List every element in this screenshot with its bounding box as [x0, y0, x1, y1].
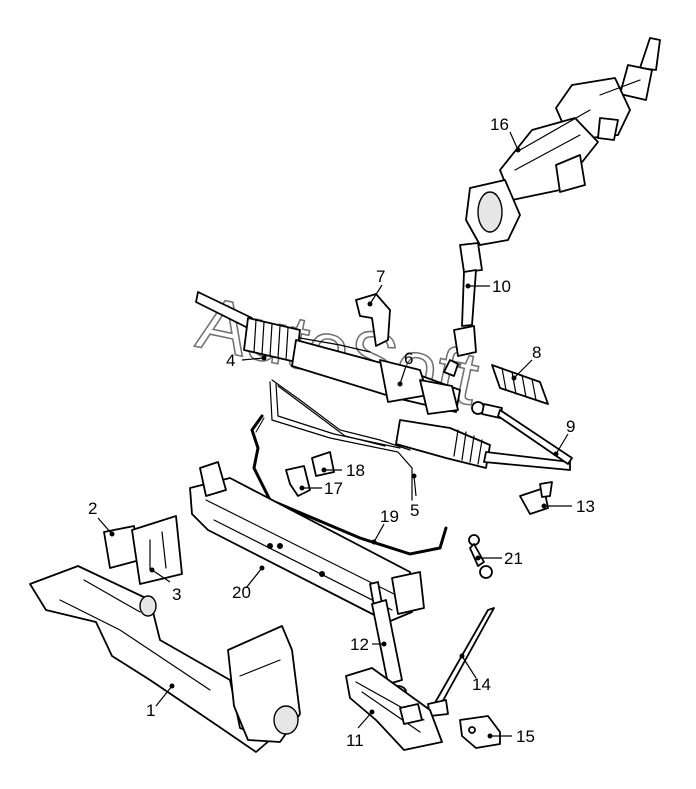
front-subframe	[29, 565, 301, 753]
callout-19: 19	[380, 507, 399, 526]
inner-tie-rod	[471, 401, 573, 465]
callout-9: 9	[566, 417, 575, 436]
callout-1: 1	[146, 701, 155, 720]
callout-12: 12	[350, 635, 369, 654]
strut-bracket	[459, 715, 501, 749]
callout-14: 14	[472, 675, 491, 694]
rack-mounting-clamp	[355, 293, 391, 347]
front-crossmember	[189, 461, 425, 623]
callout-11: 11	[346, 731, 364, 750]
callout-15: 15	[516, 727, 535, 746]
callout-21: 21	[504, 549, 523, 568]
stabilizer-link	[468, 534, 493, 579]
callout-8: 8	[532, 343, 541, 362]
callout-17: 17	[324, 479, 343, 498]
callout-5: 5	[410, 501, 419, 520]
callout-3: 3	[172, 585, 181, 604]
intermediate-shaft	[453, 242, 483, 357]
tension-strut	[427, 607, 495, 717]
callout-2: 2	[88, 499, 97, 518]
callout-13: 13	[576, 497, 595, 516]
lower-control-arm	[345, 667, 443, 751]
outer-tie-rod-end	[519, 481, 553, 515]
callout-10: 10	[492, 277, 511, 296]
callout-16: 16	[490, 115, 509, 134]
callout-labels: 1 2 3 4 5 6 7 8 9 10 11 12 13 14 15 16 1…	[88, 115, 595, 750]
leader-lines	[97, 131, 572, 739]
callout-4: 4	[226, 351, 235, 370]
rack-gaiter	[491, 364, 549, 405]
steering-column	[465, 37, 661, 246]
callout-20: 20	[232, 583, 251, 602]
callout-18: 18	[346, 461, 365, 480]
steering-rack	[195, 291, 571, 471]
hydraulic-lines	[269, 381, 413, 501]
subframe-mount-brackets	[103, 515, 183, 585]
callout-6: 6	[404, 349, 413, 368]
callout-7: 7	[376, 267, 385, 286]
